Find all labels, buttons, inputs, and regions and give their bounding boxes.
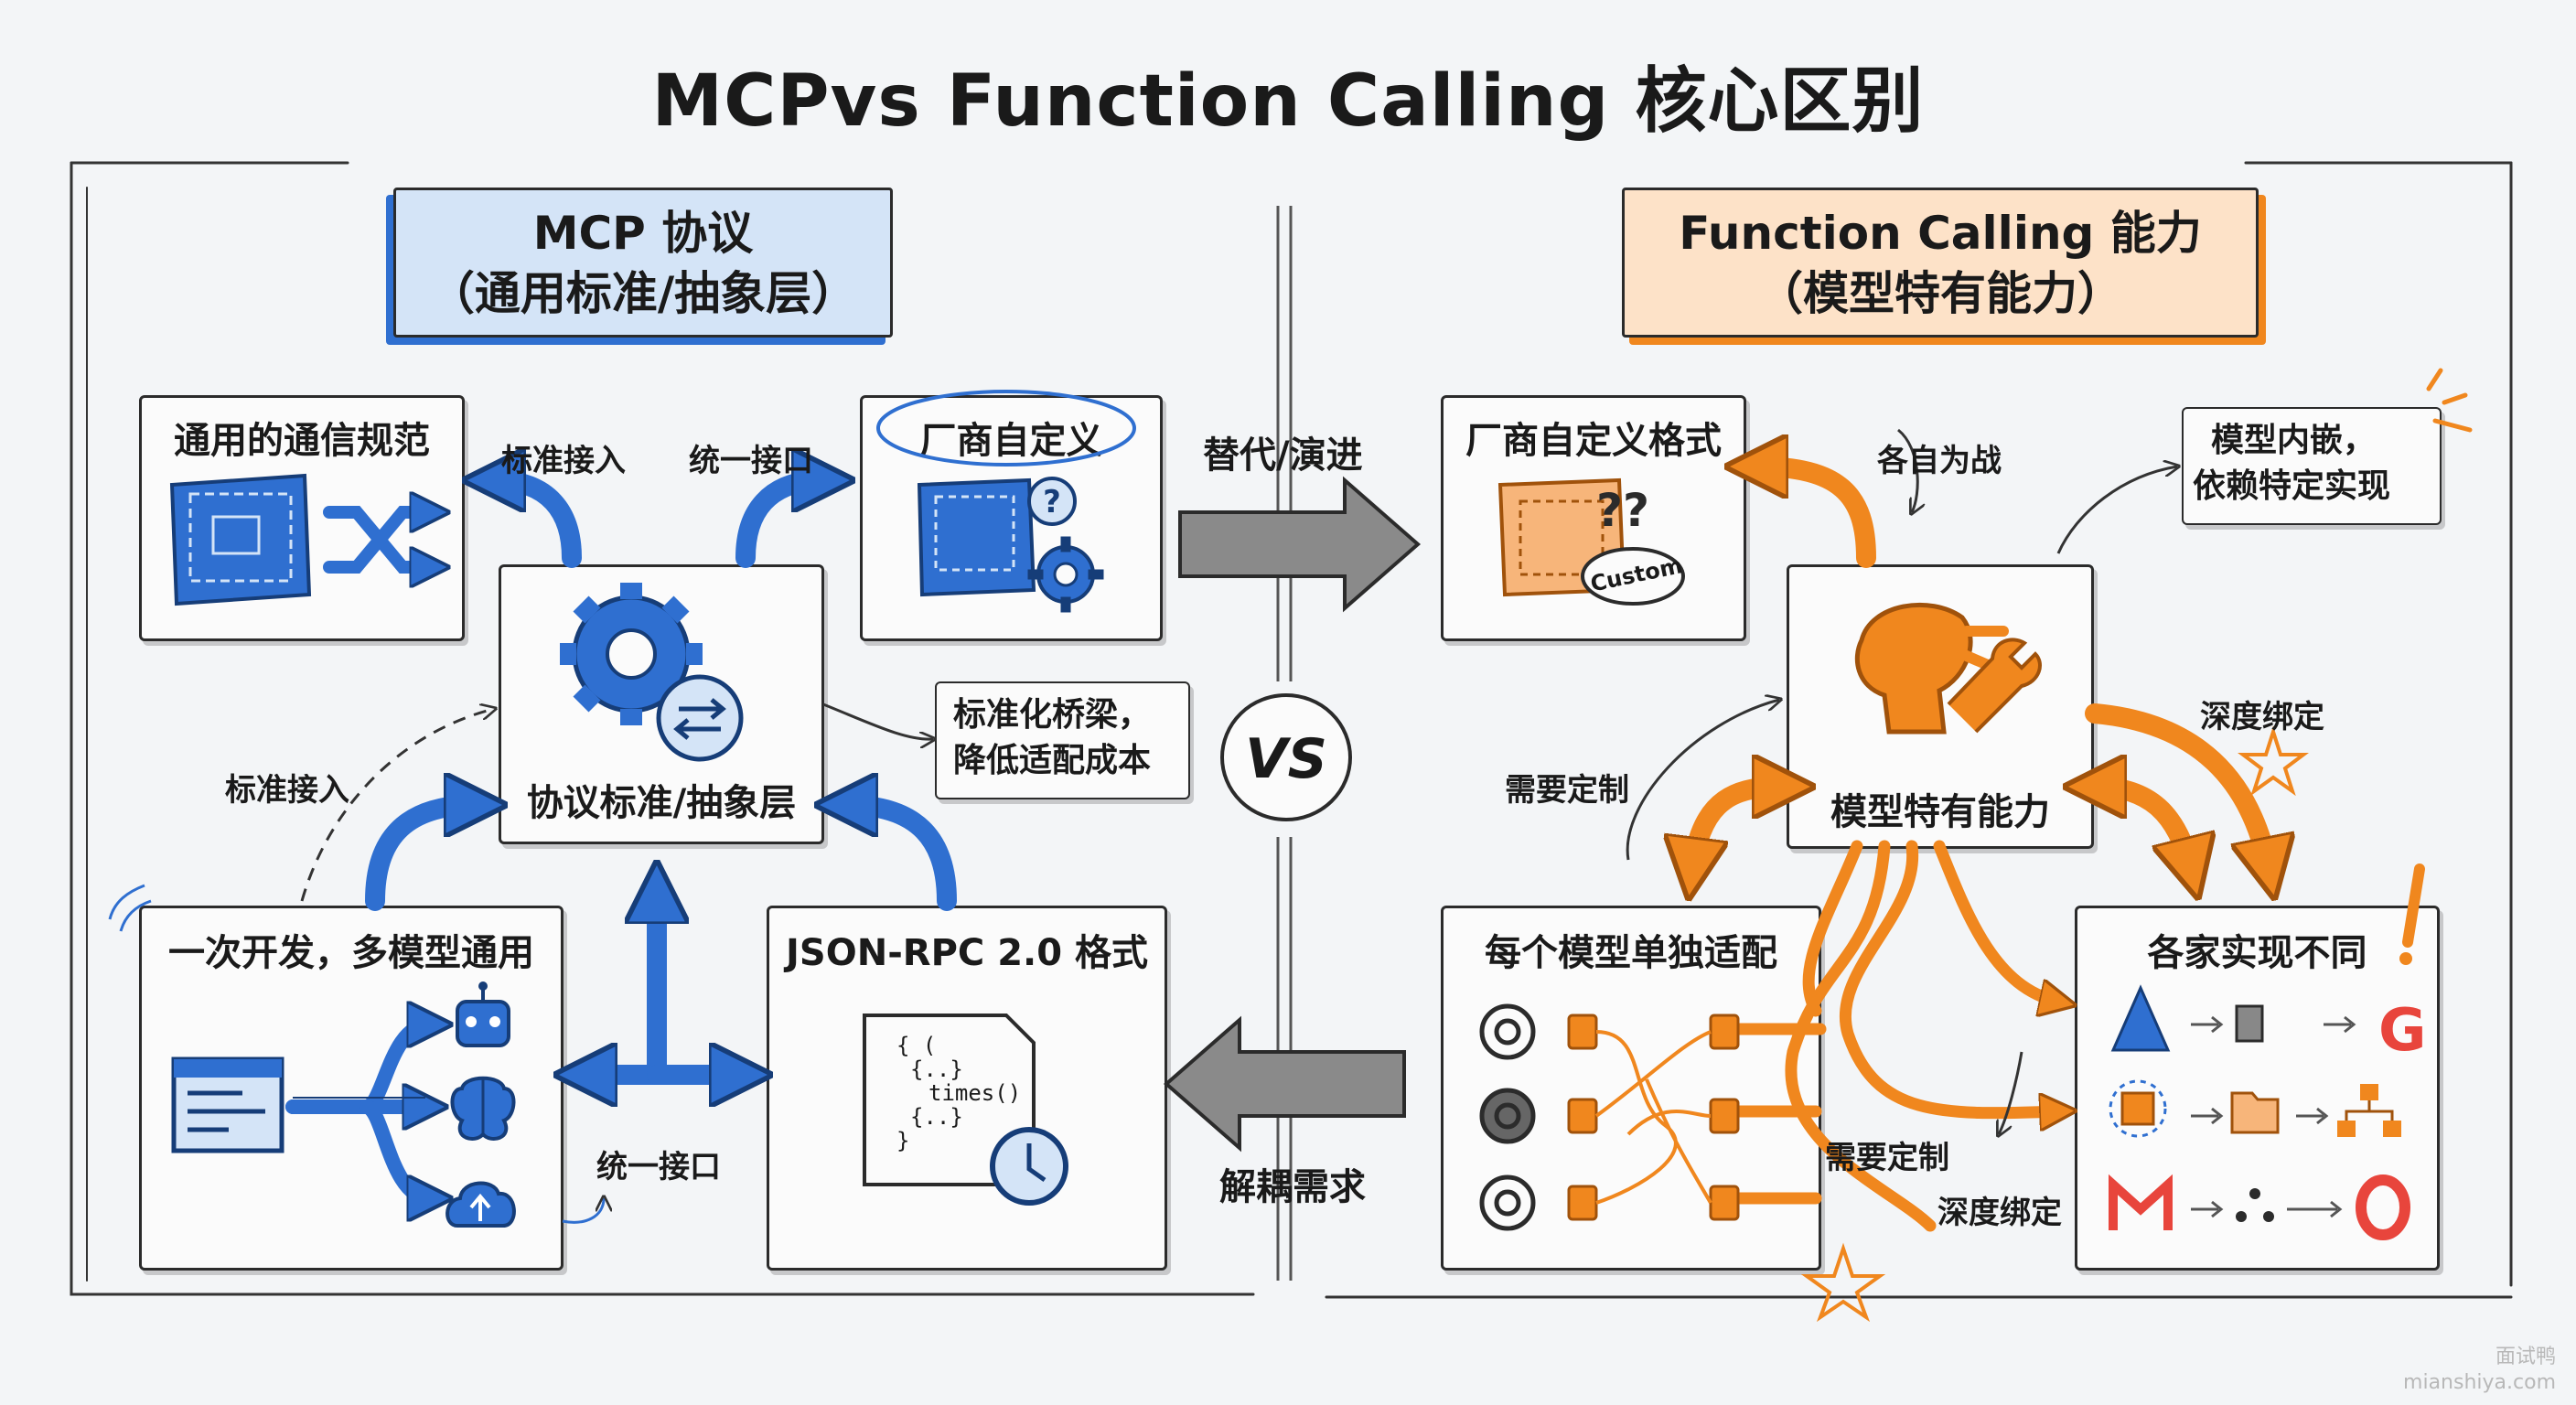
code-line: } (896, 1128, 910, 1153)
vs-label: VS (1245, 727, 1327, 791)
box-vendor-custom-title: 厂商自定义 (919, 420, 1103, 462)
custom-stamp (1581, 547, 1685, 606)
box-common-spec-title: 通用的通信规范 (174, 420, 430, 462)
code-line: {..} (910, 1056, 963, 1082)
note-model-embedded: 模型内嵌， 依赖特定实现 (2182, 407, 2442, 525)
document-icon (863, 1014, 1036, 1186)
code-line: {..} (910, 1104, 963, 1130)
brain-icon (450, 1076, 516, 1141)
box-model-specific-title: 模型特有能力 (1830, 791, 2050, 833)
arrow-to-common-spec (494, 480, 582, 568)
vendor-blueprint-icon (917, 477, 1036, 597)
watermark-line2: mianshiya.com (2403, 1371, 2556, 1394)
label-deep-bind-right: 深度绑定 (2200, 699, 2324, 735)
small-tree-icon (2236, 1188, 2274, 1222)
box-json-rpc-title: JSON-RPC 2.0 格式 (786, 932, 1148, 974)
file-icon (2235, 1004, 2264, 1043)
mcp-header-line2: （通用标准/抽象层） (428, 267, 858, 320)
arrow-decouple (1163, 1015, 1406, 1153)
box-each-different-title: 各家实现不同 (2147, 932, 2367, 974)
arrow-from-develop-once (365, 805, 476, 911)
box-per-model-adapt-title: 每个模型单独适配 (1485, 932, 1777, 974)
watermark: 面试鸭 mianshiya.com (2403, 1345, 2556, 1396)
google-icon: G (2378, 997, 2427, 1065)
gear-small-icon (1027, 536, 1104, 613)
mcp-header: MCP 协议 （通用标准/抽象层） (393, 188, 893, 338)
opera-icon (2356, 1174, 2410, 1240)
mcp-header-line1: MCP 协议 (532, 207, 754, 260)
box-vendor-custom: 厂商自定义 (860, 395, 1163, 641)
gmail-icon (2109, 1174, 2173, 1230)
page-title: MCPvs Function Calling 核心区别 (651, 60, 1925, 143)
arrow-replace-evolve (1178, 476, 1422, 613)
note-model-embedded-line2: 依赖特定实现 (2193, 467, 2391, 505)
svg-text:??: ?? (1596, 484, 1649, 537)
code-line: { ( (896, 1033, 937, 1058)
fc-header-line1: Function Calling 能力 (1679, 207, 2202, 260)
label-decouple: 解耦需求 (1219, 1166, 1366, 1208)
star-icon (2238, 725, 2309, 797)
label-need-custom-left: 需要定制 (1505, 772, 1629, 809)
fc-header-line2: （模型特有能力） (1757, 267, 2123, 320)
label-each-fight: 各自为战 (1877, 443, 2002, 479)
arrow-from-json-rpc (846, 805, 957, 911)
tree-icon (2337, 1084, 2401, 1137)
note-model-embedded-line1: 模型内嵌， (2211, 422, 2377, 459)
openai-icons (1479, 1003, 1536, 1231)
exclamation-icon (2402, 863, 2425, 948)
note-standard-bridge-line2: 降低适配成本 (953, 742, 1152, 779)
question-marks-icon: ?? (1596, 484, 1649, 537)
box-vendor-format-title: 厂商自定义格式 (1465, 420, 1722, 462)
code-line: times() (928, 1080, 1022, 1106)
label-deep-bind-bottom: 深度绑定 (1937, 1195, 2062, 1231)
spark-lines (2426, 368, 2473, 433)
small-arrows (2191, 1015, 2356, 1218)
watermark-line1: 面试鸭 (2495, 1346, 2556, 1368)
gear-icon (560, 583, 703, 725)
cloud-upload-icon (445, 1181, 516, 1228)
star-icon-bottom (1800, 1242, 1886, 1323)
brain-wrench-icon (1854, 602, 2042, 735)
folder-icon (2230, 1091, 2280, 1134)
label-std-access-top: 标准接入 (501, 443, 626, 479)
code-window-icon (171, 1056, 284, 1153)
box-protocol-standard-title: 协议标准/抽象层 (526, 782, 797, 824)
cube-network-icon (2109, 1079, 2167, 1138)
label-std-access-left: 标准接入 (225, 772, 349, 809)
svg-text:G: G (2378, 997, 2427, 1065)
label-unify-bottom: 统一接口 (596, 1149, 721, 1185)
robot-icon (456, 981, 510, 1047)
label-need-custom-bottom: 需要定制 (1825, 1140, 1949, 1176)
arrow-to-vendor-custom (735, 480, 823, 568)
vendor-custom-circle (876, 390, 1136, 467)
code-block: { ( {..} times() {..} } (896, 1034, 1021, 1153)
azure-icon (2110, 984, 2171, 1052)
note-standard-bridge-line1: 标准化桥梁， (953, 696, 1152, 734)
fc-header: Function Calling 能力 （模型特有能力） (1622, 188, 2259, 338)
shuffle-icon (323, 512, 430, 567)
box-develop-once-title: 一次开发，多模型通用 (168, 932, 534, 974)
blueprint-icon (169, 473, 312, 606)
clock-icon (990, 1127, 1068, 1206)
exchange-icon (656, 674, 744, 762)
vs-circle (1220, 693, 1352, 821)
svg-text:?: ? (1043, 484, 1061, 520)
question-icon: ? (1027, 477, 1077, 526)
label-replace-evolve: 替代/演进 (1203, 434, 1363, 477)
label-unify-top: 统一接口 (689, 443, 813, 479)
